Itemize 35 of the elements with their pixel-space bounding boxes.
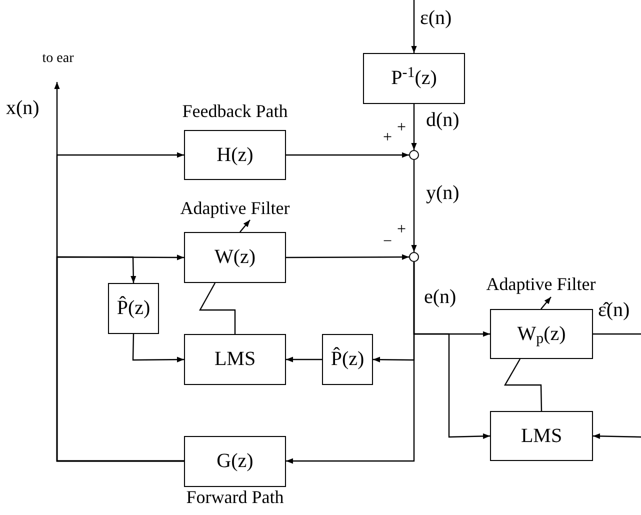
block-box: W$_{p}$(z) (490, 309, 593, 359)
signal-arrow (286, 254, 409, 260)
summing-junction (409, 150, 419, 160)
signal-arrow (411, 104, 417, 150)
signal-arrow (411, 0, 417, 53)
signal-label: y(n) (426, 183, 460, 203)
signal-arrow (132, 334, 184, 362)
signal-arrow (286, 356, 322, 362)
block-caption: Adaptive Filter (179, 199, 291, 217)
sign-label: − (383, 234, 392, 250)
sign-label: + (383, 130, 392, 146)
sign-label: + (397, 222, 406, 238)
block-box: P̂(z) (322, 334, 373, 385)
signal-arrow (286, 152, 409, 158)
signal-arrow (413, 262, 490, 439)
block-box: H(z) (184, 130, 286, 180)
block-box: W(z) (184, 232, 286, 283)
signal-arrow (411, 160, 417, 252)
signal-label: d(n) (426, 110, 460, 130)
signal-label: e(n) (424, 287, 456, 307)
block-box: P̂(z) (108, 283, 159, 334)
block-box: P$^{-1}$(z) (363, 53, 465, 104)
sign-label: + (397, 120, 406, 136)
block-caption: Feedback Path (181, 102, 289, 120)
signal-label: x(n) (6, 98, 40, 118)
summing-junction (409, 252, 419, 262)
block-caption: Forward Path (185, 488, 285, 506)
signal-label: ε̂(n) (598, 300, 630, 320)
output-label: to ear (30, 52, 86, 82)
block-box: LMS (490, 411, 593, 461)
signal-arrow (592, 433, 641, 439)
block-caption: Adaptive Filter (485, 275, 597, 293)
block-box: G(z) (184, 436, 286, 487)
block-box: LMS (184, 334, 286, 385)
signal-label: ε(n) (420, 8, 452, 28)
